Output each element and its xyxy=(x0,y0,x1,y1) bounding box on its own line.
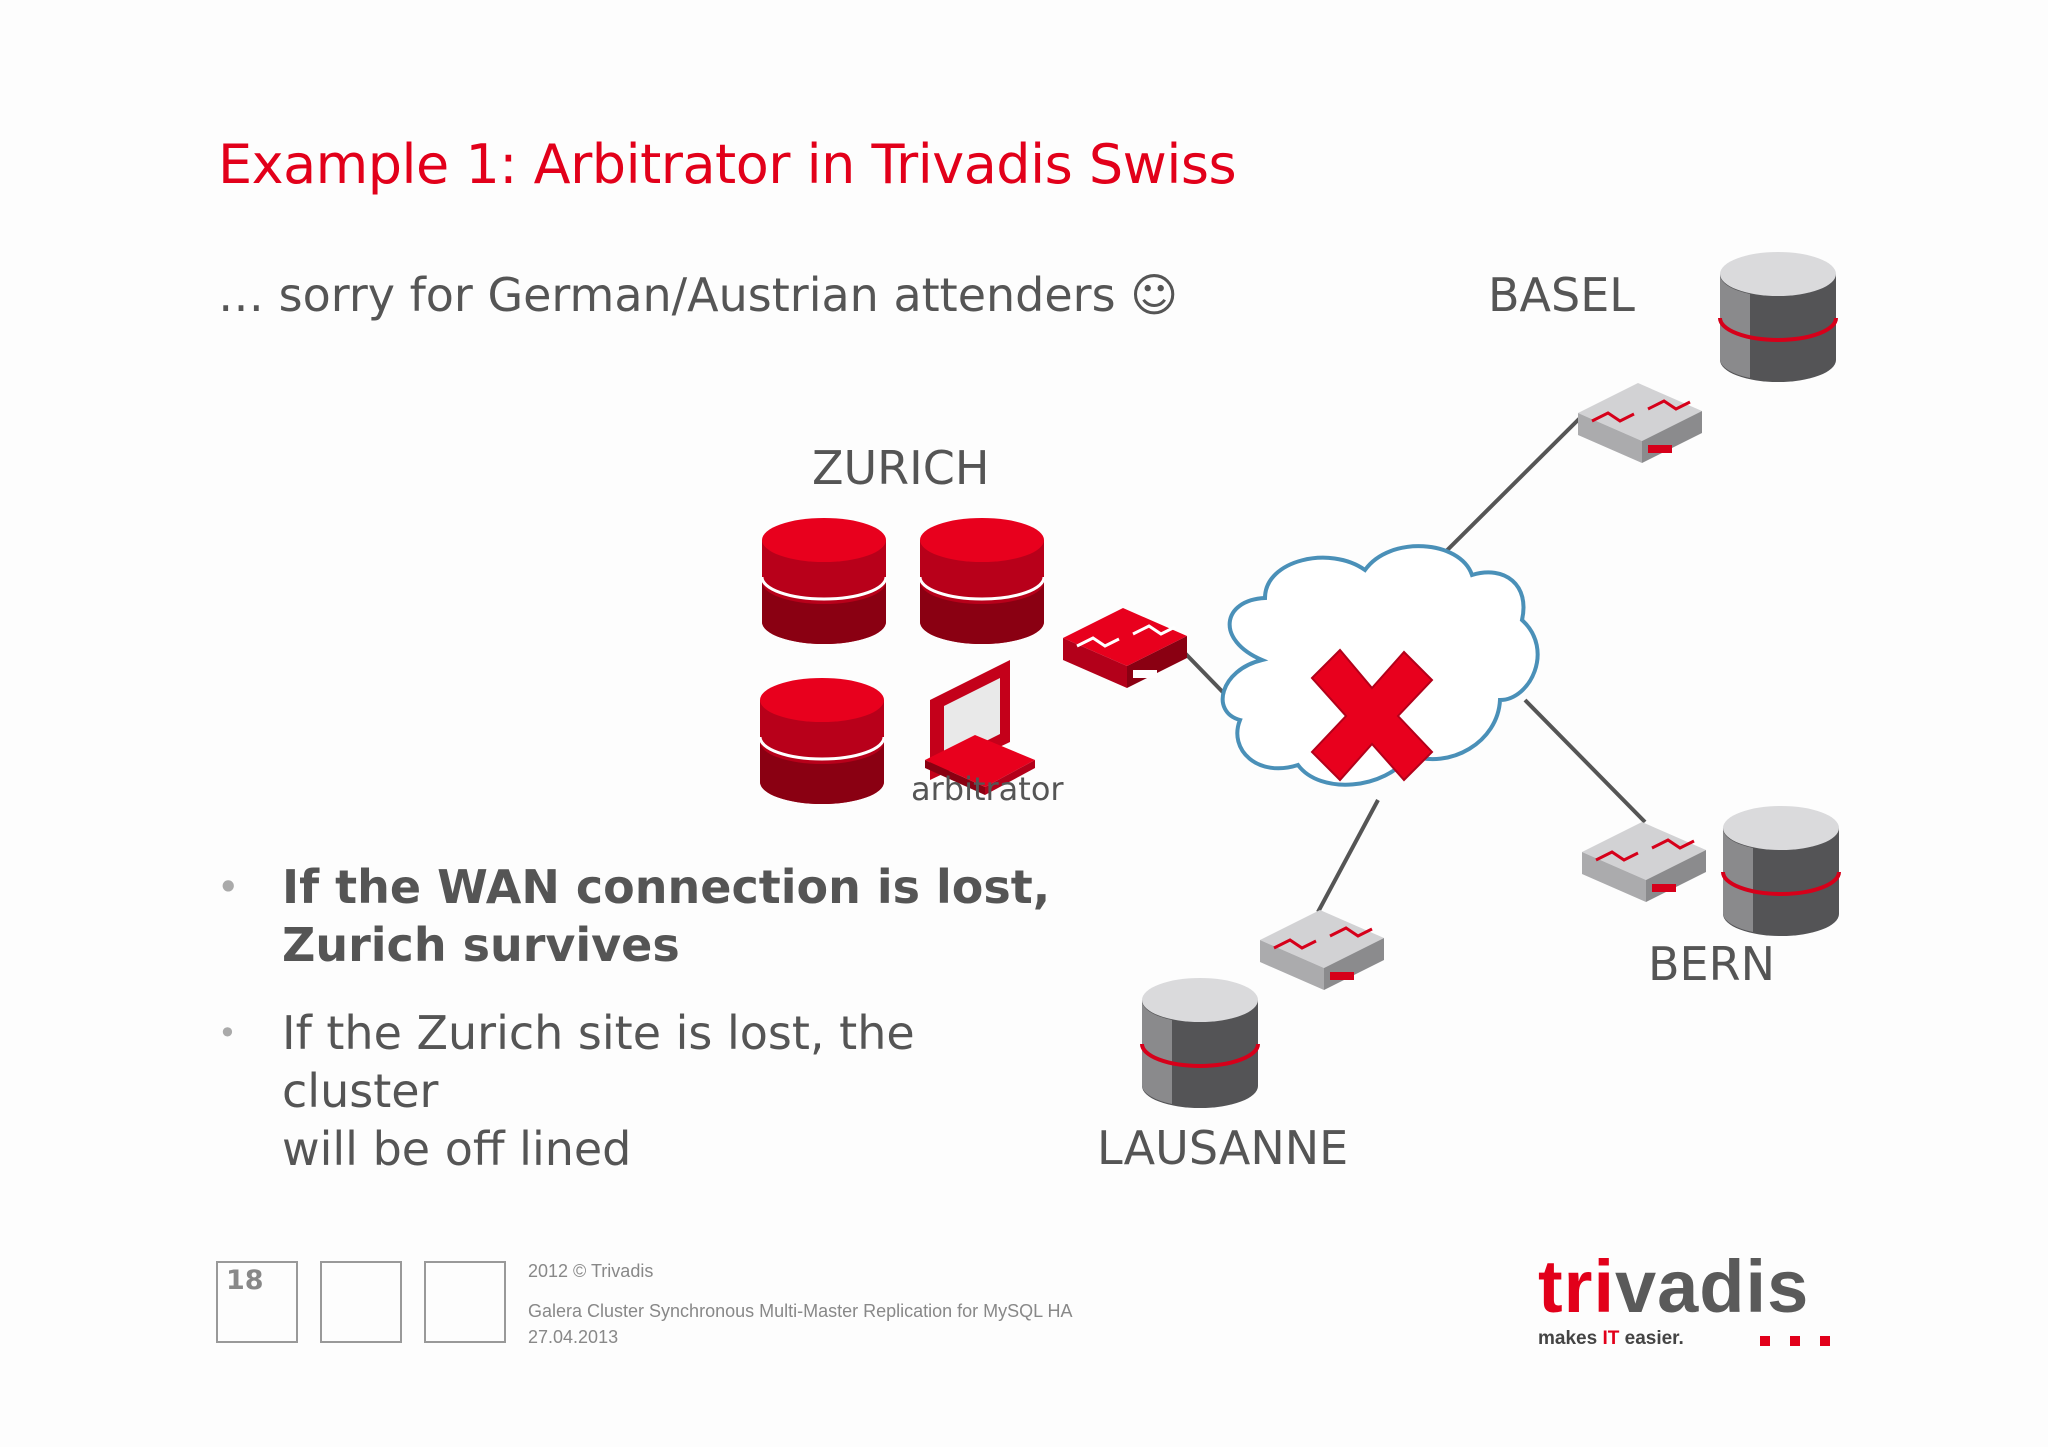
wan-cloud-icon xyxy=(1220,544,1540,787)
link-cloud-lausanne xyxy=(1316,799,1380,913)
slide-title: Example 1: Arbitrator in Trivadis Swiss xyxy=(218,133,1237,196)
arbitrator-computer-icon xyxy=(925,660,1035,795)
logo-tagline: makes IT easier. xyxy=(1538,1328,1684,1349)
zurich-db-3-icon xyxy=(758,676,886,806)
bullet-item: • If the Zurich site is lost, the cluste… xyxy=(218,1004,1078,1178)
site-label-basel: BASEL xyxy=(1488,268,1635,322)
bullet-item: • If the WAN connection is lost, Zurich … xyxy=(218,858,1078,974)
basel-router-icon xyxy=(1576,381,1704,465)
lausanne-db-icon xyxy=(1139,976,1260,1110)
bullet-text-line: will be off lined xyxy=(282,1122,632,1176)
logo-wordmark: trivadis xyxy=(1538,1245,1810,1328)
page-number-box: 18 xyxy=(216,1261,298,1343)
lausanne-router-icon xyxy=(1258,908,1386,992)
site-label-bern: BERN xyxy=(1648,937,1775,991)
bullet-dot-icon: • xyxy=(218,1014,237,1052)
footer-empty-box xyxy=(320,1261,402,1343)
broken-connection-cross-icon xyxy=(1310,648,1434,782)
footer-copyright: 2012 © Trivadis xyxy=(528,1261,654,1281)
bern-db-icon xyxy=(1720,804,1841,938)
link-cloud-bern xyxy=(1523,698,1647,824)
bullet-text-line: Zurich survives xyxy=(282,918,680,972)
page-number: 18 xyxy=(226,1265,264,1296)
slide-subtitle: … sorry for German/Austrian attenders ☺ xyxy=(218,268,1179,322)
bern-router-icon xyxy=(1580,820,1708,904)
bullet-dot-icon: • xyxy=(218,868,239,906)
site-label-lausanne: LAUSANNE xyxy=(1097,1121,1349,1175)
footer-date: 27.04.2013 xyxy=(528,1327,619,1347)
footer-empty-box xyxy=(424,1261,506,1343)
site-label-zurich: ZURICH xyxy=(812,441,990,495)
bullet-text-line: If the Zurich site is lost, the cluster xyxy=(282,1006,915,1118)
bullet-text-line: If the WAN connection is lost, xyxy=(282,860,1051,914)
zurich-db-1-icon xyxy=(760,516,888,646)
zurich-db-2-icon xyxy=(918,516,1046,646)
bullet-list: • If the WAN connection is lost, Zurich … xyxy=(218,858,1078,1208)
logo-dots-icon xyxy=(1760,1336,1830,1346)
basel-db-icon xyxy=(1717,250,1838,384)
zurich-router-icon xyxy=(1061,606,1189,690)
trivadis-logo: trivadis makes IT easier. xyxy=(1538,1250,1840,1350)
arbitrator-label: arbitrator xyxy=(911,770,1064,808)
footer-presentation-title: Galera Cluster Synchronous Multi-Master … xyxy=(528,1301,1073,1321)
